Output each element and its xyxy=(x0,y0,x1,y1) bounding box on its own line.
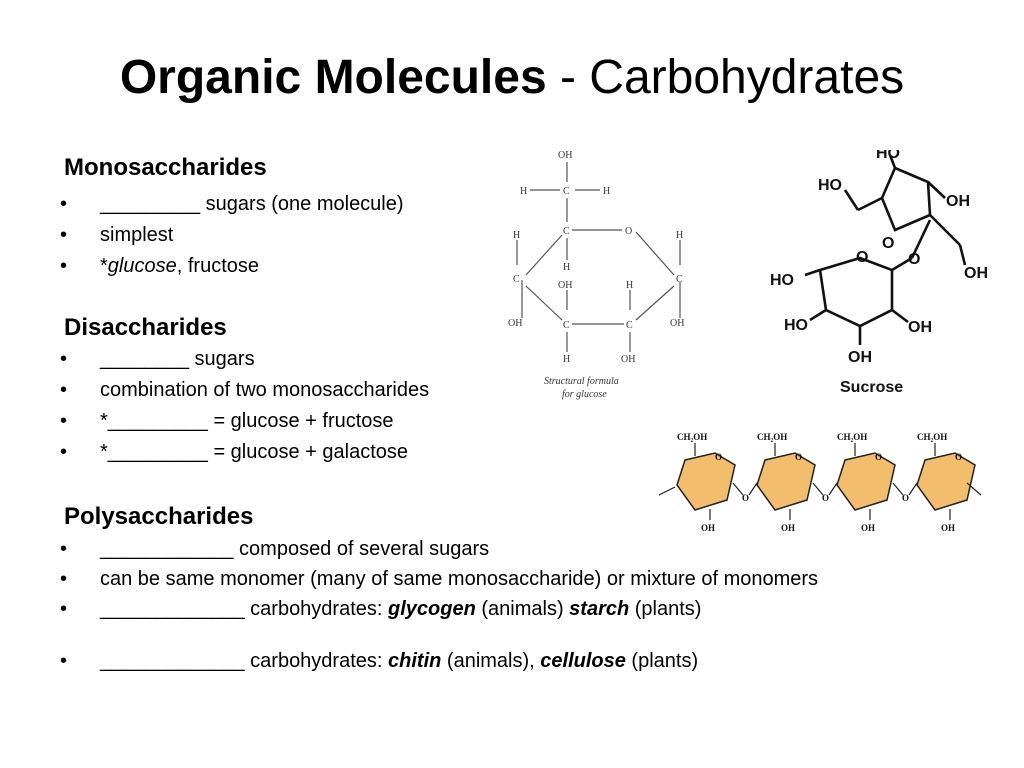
ring-oxygen-label: O xyxy=(955,452,962,462)
glucose-label: H xyxy=(520,186,527,197)
ch2oh-label: CH₂OH xyxy=(757,432,787,442)
glucose-label: H xyxy=(676,230,683,241)
list-item: •*_________ = glucose + galactose xyxy=(60,441,409,463)
glucose-label: H xyxy=(513,230,520,241)
glucose-caption: for glucose xyxy=(562,389,607,400)
sucrose-label: HO xyxy=(818,177,842,194)
sugar-ring xyxy=(676,452,736,511)
list-item: •_____________ carbohydrates: glycogen (… xyxy=(60,598,702,620)
title-sub: - Carbohydrates xyxy=(559,51,905,104)
list-item: •*glucose, fructose xyxy=(60,255,259,277)
list-item: •____________ composed of several sugars xyxy=(60,538,490,560)
glucose-label: O xyxy=(625,226,632,237)
heading-monosaccharides: Monosaccharides xyxy=(64,154,267,181)
sugar-ring xyxy=(756,452,816,511)
glycosidic-bond xyxy=(812,482,824,496)
disaccharides-list: •________ sugars •combination of two mon… xyxy=(60,348,429,472)
sucrose-label: O xyxy=(882,235,894,252)
chain-end-bond xyxy=(658,486,676,496)
glycosidic-bond xyxy=(748,482,758,496)
glucose-label: C xyxy=(626,320,633,331)
oh-label: OH xyxy=(861,523,875,533)
ch2oh-label: CH₂OH xyxy=(917,432,947,442)
glucose-label: C xyxy=(513,274,520,285)
glucose-label: H xyxy=(563,354,570,365)
glucose-label: OH xyxy=(621,354,635,365)
slide-title: Organic Molecules - Carbohydrates xyxy=(0,50,1024,106)
sucrose-label: O xyxy=(908,251,920,268)
glycosidic-oxygen-label: O xyxy=(902,493,909,503)
sucrose-label: OH xyxy=(964,265,988,282)
polysaccharide-chain-diagram: CH₂OH O OH O CH₂OH O OH O CH₂OH O OH O CH₂OH O OH xyxy=(658,432,982,533)
glucose-label: H xyxy=(603,186,610,197)
sugar-ring xyxy=(916,452,976,511)
glucose-label: H xyxy=(626,280,633,291)
glycosidic-bond xyxy=(732,482,744,496)
heading-polysaccharides: Polysaccharides xyxy=(64,503,254,530)
sucrose-label: HO xyxy=(784,317,808,334)
ch2oh-label: CH₂OH xyxy=(677,432,707,442)
glycosidic-oxygen-label: O xyxy=(742,493,749,503)
monosaccharides-list: •_________ sugars (one molecule) •simple… xyxy=(60,193,404,286)
sugar-ring xyxy=(836,452,896,511)
sucrose-label: OH xyxy=(848,349,872,366)
sucrose-label: O xyxy=(856,249,868,266)
polysaccharides-list: •____________ composed of several sugars… xyxy=(60,538,940,681)
list-item: •_____________ carbohydrates: chitin (an… xyxy=(60,650,699,672)
ring-oxygen-label: O xyxy=(715,452,722,462)
sucrose-structure-diagram: HO HO OH O OH O O HO HO OH OH Sucrose xyxy=(770,150,988,396)
list-item: •________ sugars xyxy=(60,348,255,370)
glycosidic-bond xyxy=(908,482,918,496)
sucrose-label: OH xyxy=(946,193,970,210)
glucose-label: OH xyxy=(508,318,522,329)
sucrose-label: HO xyxy=(876,150,900,162)
glucose-structure-diagram: OH H C H C O H H H C C OH H OH OH C C H … xyxy=(508,150,684,400)
glucose-label: C xyxy=(563,186,570,197)
list-item: •_________ sugars (one molecule) xyxy=(60,193,404,215)
title-main: Organic Molecules xyxy=(119,51,547,104)
glycosidic-oxygen-label: O xyxy=(822,493,829,503)
ring-oxygen-label: O xyxy=(875,452,882,462)
list-item: •combination of two monosaccharides xyxy=(60,379,430,401)
glucose-caption: Structural formula xyxy=(544,376,619,387)
sucrose-label: HO xyxy=(770,272,794,289)
oh-label: OH xyxy=(701,523,715,533)
glycosidic-bond xyxy=(828,482,838,496)
glycosidic-bond xyxy=(892,482,904,496)
oh-label: OH xyxy=(781,523,795,533)
chain-end-bond xyxy=(966,482,982,496)
sucrose-label: OH xyxy=(908,319,932,336)
glucose-label: C xyxy=(563,226,570,237)
list-item: •*_________ = glucose + fructose xyxy=(60,410,394,432)
ch2oh-label: CH₂OH xyxy=(837,432,867,442)
ring-oxygen-label: O xyxy=(795,452,802,462)
glucose-label: OH xyxy=(558,280,572,291)
oh-label: OH xyxy=(941,523,955,533)
glucose-label: C xyxy=(563,320,570,331)
glucose-label: OH xyxy=(558,150,572,161)
sucrose-caption: Sucrose xyxy=(840,379,903,396)
heading-disaccharides: Disaccharides xyxy=(64,314,227,341)
list-item: •can be same monomer (many of same monos… xyxy=(60,568,819,590)
glucose-label: OH xyxy=(670,318,684,329)
glucose-label: H xyxy=(563,262,570,273)
glucose-label: C xyxy=(676,274,683,285)
list-item: •simplest xyxy=(60,224,174,246)
